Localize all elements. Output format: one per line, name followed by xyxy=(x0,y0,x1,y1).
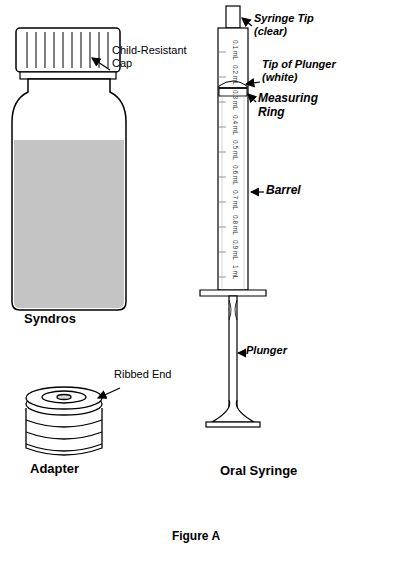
graduation-label: 0.2 mL xyxy=(232,65,239,85)
tick-mark xyxy=(219,102,226,103)
part-label: Oral Syringe xyxy=(220,464,340,479)
tick-mark xyxy=(219,227,226,228)
graduation-label: 0.9 mL xyxy=(232,240,239,260)
tick-mark xyxy=(219,252,226,253)
graduation-label: 0.8 mL xyxy=(232,215,239,235)
syringe-ticks xyxy=(219,52,226,277)
tick-mark xyxy=(219,127,226,128)
tick-mark xyxy=(219,52,226,53)
adapter xyxy=(26,387,102,455)
figure-caption: Figure A xyxy=(0,530,396,544)
graduation-label: 0.7 mL xyxy=(232,190,239,210)
part-label: Child-Resistant Cap xyxy=(112,44,192,69)
part-label: Measuring Ring xyxy=(258,92,328,120)
graduation-label: 0.3 mL xyxy=(232,90,239,110)
part-label: Ribbed End xyxy=(114,368,174,381)
part-label: Syringe Tip (clear) xyxy=(254,12,344,37)
graduation-label: 1 mL xyxy=(232,265,239,279)
tick-mark xyxy=(219,277,226,278)
leader-arrows xyxy=(92,18,264,398)
tick-mark xyxy=(219,77,226,78)
graduation-label: 0.1 mL xyxy=(232,40,239,60)
tick-mark xyxy=(219,202,226,203)
part-label: Tip of Plunger (white) xyxy=(262,58,362,83)
part-label: Adapter xyxy=(30,462,130,477)
syndros-bottle xyxy=(12,79,126,310)
child-resistant-cap xyxy=(16,28,120,79)
tick-mark xyxy=(219,177,226,178)
part-label: Plunger xyxy=(246,344,316,357)
product-label: Syndros xyxy=(24,312,134,327)
graduation-label: 0.6 mL xyxy=(232,165,239,185)
tick-mark xyxy=(219,152,226,153)
oral-syringe xyxy=(200,6,266,427)
part-label: Barrel xyxy=(266,184,336,198)
graduation-label: 0.5 mL xyxy=(232,140,239,160)
graduation-label: 0.4 mL xyxy=(232,115,239,135)
